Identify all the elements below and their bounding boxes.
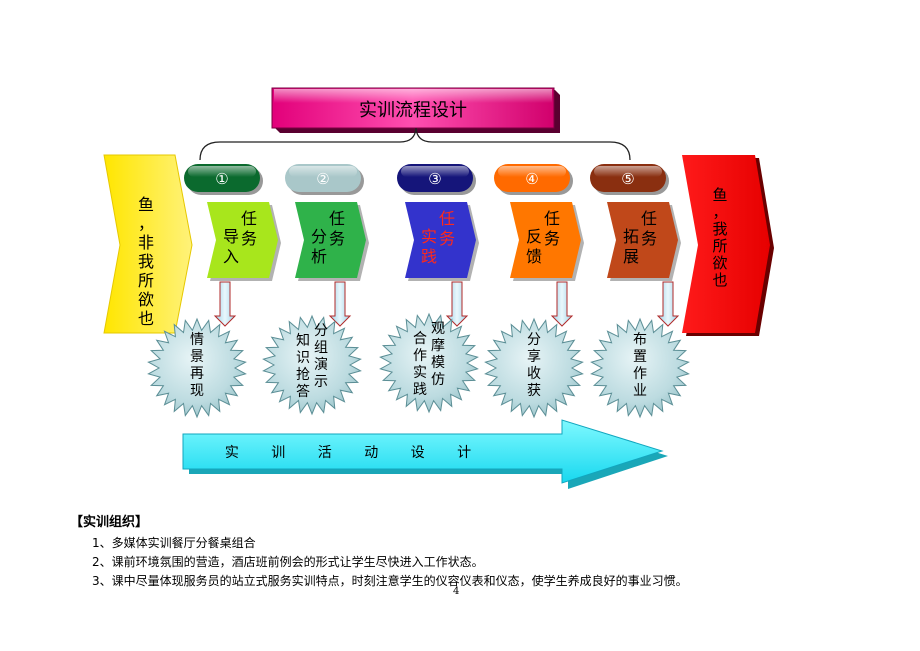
notes-heading: 【实训组织】 (70, 515, 149, 530)
task-arrow: 任务反馈 (510, 202, 584, 281)
task-label: 任务导入 (223, 209, 257, 266)
notes: 【实训组织】 1、多媒体实训餐厅分餐桌组合 2、课前环境氛围的营造，酒店班前例会… (70, 512, 870, 591)
notes-item-2: 2、课前环境氛围的营造，酒店班前例会的形式让学生尽快进入工作状态。 (92, 555, 484, 569)
activity-label: 合作实践观摩模仿 (413, 321, 445, 398)
step-number: ② (316, 170, 329, 188)
activity-label: 分享收获 (527, 332, 541, 399)
activity-starburst: 分享收获 (484, 317, 584, 419)
left-banner-text: 鱼，非我所欲也 (138, 195, 154, 328)
step-number-pill: ① (184, 164, 263, 195)
step-number-pill: ③ (397, 164, 476, 195)
activity-starburst: 知识抢答分组演示 (262, 314, 362, 416)
step-number: ⑤ (621, 170, 634, 188)
task-arrow: 任务导入 (207, 202, 281, 281)
bottom-arrow: 实 训 活 动 设 计 (182, 419, 668, 489)
right-banner-text: 鱼，我所欲也 (712, 186, 727, 289)
step-number-pill: ② (285, 164, 364, 195)
task-arrow: 任务拓展 (607, 202, 681, 281)
notes-item-1: 1、多媒体实训餐厅分餐桌组合 (92, 536, 256, 550)
step-number-pill: ⑤ (590, 164, 669, 195)
title-box: 实训流程设计 (271, 87, 560, 133)
step-number: ① (215, 170, 228, 188)
task-label: 任务拓展 (623, 209, 657, 266)
activity-starburst: 情景再现 (147, 317, 247, 419)
connector-arrow (550, 281, 574, 327)
notes-item-3: 3、课中尽量体现服务员的站立式服务实训特点，时刻注意学生的仪容仪表和仪态，使学生… (92, 574, 688, 588)
connector-arrow (328, 281, 352, 327)
task-label: 任务分析 (311, 209, 345, 266)
grouping-brace (199, 127, 631, 161)
step-number: ④ (525, 170, 538, 188)
task-arrow: 任务实践 (405, 202, 479, 281)
step-number: ③ (428, 170, 441, 188)
activity-starburst: 合作实践观摩模仿 (379, 312, 479, 414)
left-banner: 鱼，非我所欲也 (103, 154, 193, 334)
activity-starburst: 布置作业 (590, 317, 690, 419)
activity-label: 布置作业 (633, 332, 647, 399)
connector-arrow (213, 281, 237, 327)
activity-label: 情景再现 (190, 332, 204, 399)
bottom-arrow-text: 实 训 活 动 设 计 (225, 445, 485, 461)
page-number: 4 (453, 586, 460, 597)
connector-arrow (656, 281, 680, 327)
task-arrow: 任务分析 (295, 202, 369, 281)
step-number-pill: ④ (494, 164, 573, 195)
task-label: 任务实践 (421, 209, 455, 266)
title-text: 实训流程设计 (359, 100, 467, 121)
connector-arrow (445, 281, 469, 327)
task-label: 任务反馈 (526, 209, 560, 266)
activity-label: 知识抢答分组演示 (296, 323, 328, 400)
right-banner: 鱼，我所欲也 (682, 155, 774, 336)
